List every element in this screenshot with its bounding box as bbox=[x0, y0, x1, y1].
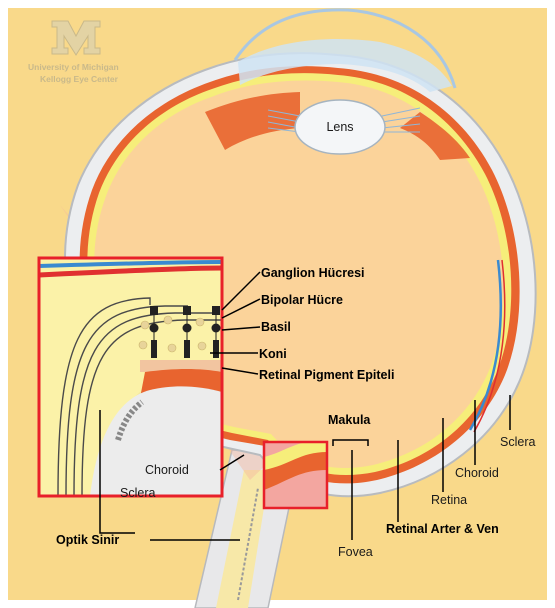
makula-label: Makula bbox=[328, 413, 371, 427]
basil-label: Basil bbox=[261, 320, 291, 334]
logo-line1: University of Michigan bbox=[28, 62, 119, 72]
choroid-right-label: Choroid bbox=[455, 466, 499, 480]
koni-label: Koni bbox=[259, 347, 287, 361]
logo-line2: Kellogg Eye Center bbox=[40, 74, 119, 84]
lens-label: Lens bbox=[326, 120, 353, 134]
rpe-label: Retinal Pigment Epiteli bbox=[259, 368, 394, 382]
sclera-inset-label: Sclera bbox=[120, 486, 155, 500]
bipolar-label: Bipolar Hücre bbox=[261, 293, 343, 307]
optik-sinir-label: Optik Sinir bbox=[56, 533, 119, 547]
fovea-inset bbox=[264, 440, 327, 508]
sclera-right-label: Sclera bbox=[500, 435, 535, 449]
retina-inset bbox=[39, 258, 222, 496]
retinal-arter-label: Retinal Arter & Ven bbox=[386, 522, 499, 536]
retina-label: Retina bbox=[431, 493, 467, 507]
ganglion-label: Ganglion Hücresi bbox=[261, 266, 365, 280]
choroid-inset-label: Choroid bbox=[145, 463, 189, 477]
fovea-label: Fovea bbox=[338, 545, 373, 559]
